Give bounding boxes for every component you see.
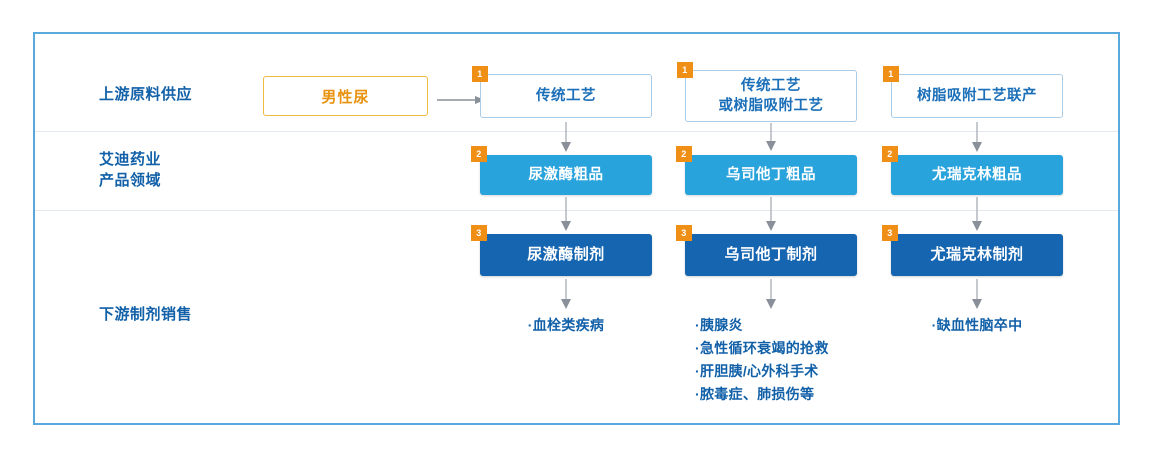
process-node[interactable]: 1 传统工艺 或树脂吸附工艺 <box>677 62 857 122</box>
stage-label-middle: 艾迪药业 产品领域 <box>99 151 162 189</box>
product-node[interactable]: 3 尤瑞克林制剂 <box>882 225 1063 276</box>
process-node[interactable]: 1 传统工艺 <box>472 66 652 118</box>
step-badge: 2 <box>676 146 692 162</box>
crude-node[interactable]: 2 尿激酶粗品 <box>471 146 652 195</box>
crude-node[interactable]: 2 尤瑞克林粗品 <box>882 146 1063 195</box>
row-divider-upper <box>35 131 1118 132</box>
product-node[interactable]: 3 乌司他丁制剂 <box>676 225 857 276</box>
process-node-label: 传统工艺 或树脂吸附工艺 <box>718 78 824 114</box>
row-divider-lower <box>35 210 1118 211</box>
source-node-label: 男性尿 <box>321 88 370 106</box>
stage-label-downstream: 下游制剂销售 <box>99 306 193 323</box>
indication-list: ·缺血性脑卒中 <box>872 314 1082 337</box>
product-node-label: 尿激酶制剂 <box>527 246 605 263</box>
crude-node-label: 尤瑞克林粗品 <box>932 167 1022 183</box>
product-node-label: 乌司他丁制剂 <box>724 246 818 263</box>
step-badge: 3 <box>471 225 487 241</box>
process-node-label: 树脂吸附工艺联产 <box>917 88 1037 104</box>
flow-arrow-down <box>766 279 776 309</box>
indication-item: ·脓毒症、肺损伤等 <box>695 386 815 402</box>
product-node-label: 尤瑞克林制剂 <box>930 246 1024 263</box>
indication-item: ·胰腺炎 <box>695 317 743 333</box>
step-badge: 1 <box>472 66 488 82</box>
source-node-male-urine[interactable]: 男性尿 <box>263 76 428 116</box>
stage-label-upstream: 上游原料供应 <box>99 86 193 103</box>
flow-arrow-down <box>766 123 776 151</box>
flow-arrow-down <box>561 279 571 309</box>
step-badge: 2 <box>471 146 487 162</box>
process-node[interactable]: 1 树脂吸附工艺联产 <box>883 66 1063 118</box>
step-badge: 1 <box>677 62 693 78</box>
flow-arrow-down <box>972 197 982 231</box>
indication-item: ·肝胆胰/心外科手术 <box>695 363 819 379</box>
crude-node-label: 乌司他丁粗品 <box>726 167 816 183</box>
step-badge: 3 <box>676 225 692 241</box>
indication-item: ·血栓类疾病 <box>527 317 605 333</box>
horizontal-flow-arrow <box>437 96 485 104</box>
indication-list: ·血栓类疾病 <box>461 314 671 337</box>
diagram-frame: 上游原料供应 艾迪药业 产品领域 下游制剂销售 男性尿 1 传统工艺 2 尿激酶… <box>33 32 1120 425</box>
product-node[interactable]: 3 尿激酶制剂 <box>471 225 652 276</box>
crude-node-label: 尿激酶粗品 <box>528 167 604 183</box>
step-badge: 2 <box>882 146 898 162</box>
indication-item: ·急性循环衰竭的抢救 <box>695 340 829 356</box>
crude-node[interactable]: 2 乌司他丁粗品 <box>676 146 857 195</box>
flow-arrow-down <box>766 197 776 231</box>
flow-arrow-down <box>561 197 571 231</box>
step-badge: 1 <box>883 66 899 82</box>
indication-list: ·胰腺炎 ·急性循环衰竭的抢救 ·肝胆胰/心外科手术 ·脓毒症、肺损伤等 <box>685 314 895 406</box>
flow-arrow-down <box>972 122 982 152</box>
flow-arrow-down <box>561 122 571 152</box>
step-badge: 3 <box>882 225 898 241</box>
indication-item: ·缺血性脑卒中 <box>931 317 1023 333</box>
flow-arrow-down <box>972 279 982 309</box>
process-node-label: 传统工艺 <box>536 88 596 104</box>
